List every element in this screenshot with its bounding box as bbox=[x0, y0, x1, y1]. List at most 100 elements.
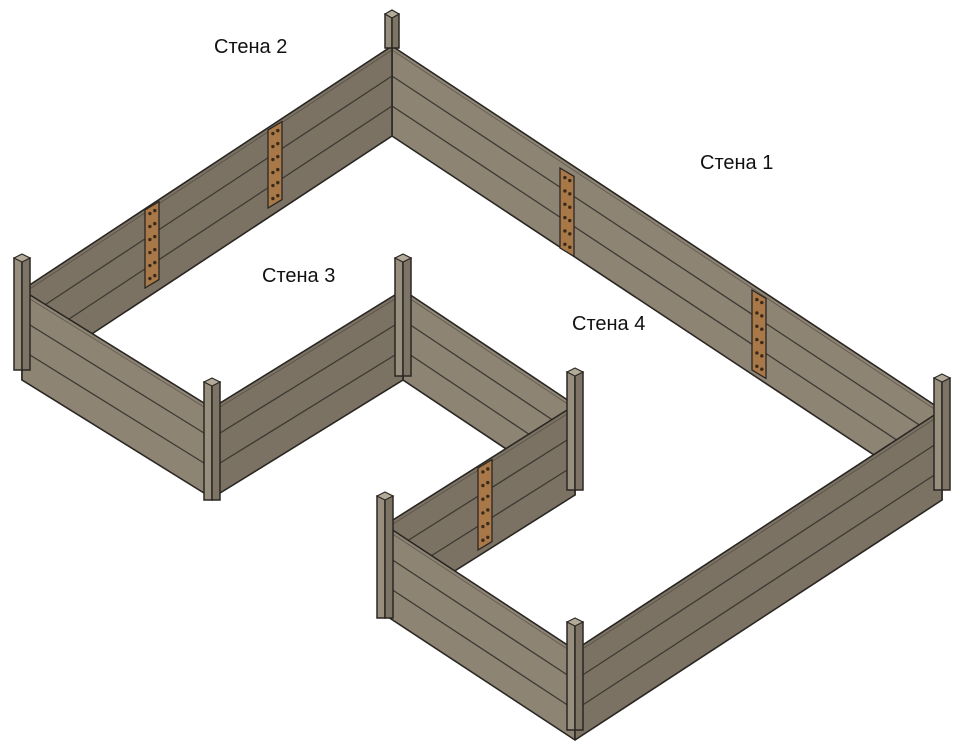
post-left-front bbox=[13, 257, 23, 371]
post-front-bottom-side bbox=[574, 621, 584, 731]
wall-1-front-right bbox=[574, 409, 943, 741]
plate-wall-2-a-bolt bbox=[148, 263, 152, 268]
plate-wall-1-b-bolt bbox=[760, 340, 764, 345]
wall-4-front-left-board-seam bbox=[384, 554, 576, 681]
plate-wall-1-a-bolt bbox=[563, 189, 567, 193]
post-inner-right-top bbox=[565, 367, 585, 377]
plate-wall-4-a-bolt bbox=[486, 521, 490, 526]
plate-wall-2-a-bolt bbox=[148, 237, 152, 242]
post-back-top-top bbox=[383, 9, 401, 19]
plate-wall-2-a-bolt bbox=[148, 211, 152, 216]
plate-wall-1-a-bolt bbox=[563, 175, 567, 180]
plate-wall-1-b-bolt bbox=[755, 337, 759, 342]
wall-1-front-right-top-edge bbox=[574, 413, 943, 655]
plate-wall-2-b-bolt bbox=[276, 154, 280, 159]
plate-wall-1-a-bolt bbox=[568, 232, 572, 236]
post-inner-right bbox=[565, 367, 585, 491]
plate-wall-1-a-bolt bbox=[563, 229, 567, 233]
plate-wall-4-a-bolt bbox=[481, 497, 485, 501]
wall-1-front-right-panel bbox=[574, 409, 943, 741]
wall-3-inner-left-top-edge bbox=[211, 293, 404, 413]
wall-1-front-right-board-seam bbox=[574, 439, 943, 681]
plate-wall-1-b-bolt bbox=[760, 327, 764, 331]
wall-2-back-left-board-seam bbox=[21, 105, 393, 351]
post-front-left-inner-front bbox=[203, 381, 213, 501]
post-inner-bottom-side bbox=[384, 495, 394, 619]
plate-wall-1-a-bolt bbox=[568, 178, 572, 183]
post-inner-bottom bbox=[375, 491, 395, 619]
wall-1-label: Стена 1 bbox=[700, 152, 774, 174]
wall-1-front-right-board-seam bbox=[574, 469, 943, 711]
plate-wall-2-b-bolt bbox=[276, 141, 280, 146]
plate-wall-2-a-bolt bbox=[148, 250, 152, 255]
post-inner-top bbox=[393, 253, 413, 377]
plate-wall-1-b-bolt bbox=[755, 364, 759, 368]
plate-wall-4-a bbox=[477, 458, 493, 552]
wall-4-front-left bbox=[384, 524, 576, 741]
post-inner-top-side bbox=[402, 257, 412, 377]
wall-2-front-left bbox=[21, 289, 213, 499]
plate-wall-2-b-bolt bbox=[276, 180, 280, 185]
post-front-left-inner bbox=[202, 377, 222, 501]
plate-wall-1-a-bolt bbox=[563, 215, 567, 220]
wall-2-front-left-board-seam bbox=[21, 349, 213, 469]
plate-wall-2-b-body bbox=[267, 120, 283, 210]
wall-1-back-right bbox=[391, 45, 943, 501]
plate-wall-2-a-bolt bbox=[153, 273, 157, 278]
plate-wall-2-b-bolt bbox=[276, 193, 280, 198]
plate-wall-4-a-bolt bbox=[481, 538, 485, 542]
plate-wall-1-a-bolt bbox=[568, 218, 572, 223]
post-back-top bbox=[383, 9, 401, 49]
plate-wall-2-a-bolt bbox=[153, 208, 157, 213]
plate-wall-1-b-bolt bbox=[760, 354, 764, 358]
plate-wall-2-a-body bbox=[144, 200, 160, 290]
connection-plates bbox=[144, 120, 767, 552]
wall-panels bbox=[21, 45, 943, 741]
post-right-front bbox=[933, 377, 943, 491]
plate-wall-1-b-bolt bbox=[755, 324, 759, 328]
plate-wall-1-b-bolt bbox=[755, 297, 759, 302]
post-inner-bottom-front bbox=[376, 495, 386, 619]
plate-wall-4-a-bolt bbox=[481, 483, 485, 488]
plate-wall-1-b-body bbox=[751, 288, 767, 380]
wall-1-back-right-panel bbox=[391, 45, 943, 501]
wall-1-back-right-board-seam bbox=[391, 75, 943, 441]
plate-wall-2-b-bolt bbox=[271, 170, 275, 175]
plate-wall-4-a-bolt bbox=[486, 494, 490, 498]
plate-wall-2-a bbox=[144, 200, 160, 290]
plate-wall-1-a-bolt bbox=[568, 192, 572, 196]
plate-wall-1-b-bolt bbox=[760, 300, 764, 305]
post-front-left-inner-top bbox=[202, 377, 222, 387]
post-front-bottom-front bbox=[566, 621, 576, 731]
wall-1-back-right-top-edge bbox=[391, 49, 943, 415]
wall-3-inner-right-board-seam bbox=[402, 319, 576, 436]
plate-wall-2-a-bolt bbox=[153, 247, 157, 252]
wall-3-inner-right-top-edge bbox=[402, 293, 576, 410]
wall-4-label: Стена 4 bbox=[572, 313, 646, 335]
plate-wall-1-a-body bbox=[559, 166, 575, 258]
post-right-top bbox=[932, 373, 952, 383]
plate-wall-2-b-bolt bbox=[271, 144, 275, 149]
wall-3-inner-left-board-seam bbox=[211, 319, 404, 439]
plate-wall-2-b-bolt bbox=[276, 167, 280, 172]
plate-wall-4-a-bolt bbox=[481, 511, 485, 515]
wall-2-front-left-top-edge bbox=[21, 293, 213, 413]
wall-4-front-left-panel bbox=[384, 524, 576, 741]
wall-4-front-left-board-seam bbox=[384, 584, 576, 711]
plate-wall-1-b-bolt bbox=[760, 367, 764, 371]
plate-wall-4-a-body bbox=[477, 458, 493, 552]
plate-wall-4-a-bolt bbox=[486, 508, 490, 512]
plate-wall-2-a-bolt bbox=[153, 234, 157, 239]
plate-wall-1-a-bolt bbox=[563, 242, 567, 246]
post-inner-right-side bbox=[574, 371, 584, 491]
plate-wall-2-a-bolt bbox=[153, 260, 157, 265]
wall-3-inner-left bbox=[211, 289, 404, 499]
post-right bbox=[932, 373, 952, 491]
post-inner-bottom-top bbox=[375, 491, 395, 501]
plate-wall-2-b-bolt bbox=[271, 131, 275, 136]
plate-wall-4-a-bolt bbox=[486, 535, 490, 539]
wall-1-back-right-board-seam bbox=[391, 105, 943, 471]
post-front-left-inner-side bbox=[211, 381, 221, 501]
plate-wall-2-a-bolt bbox=[148, 276, 152, 281]
